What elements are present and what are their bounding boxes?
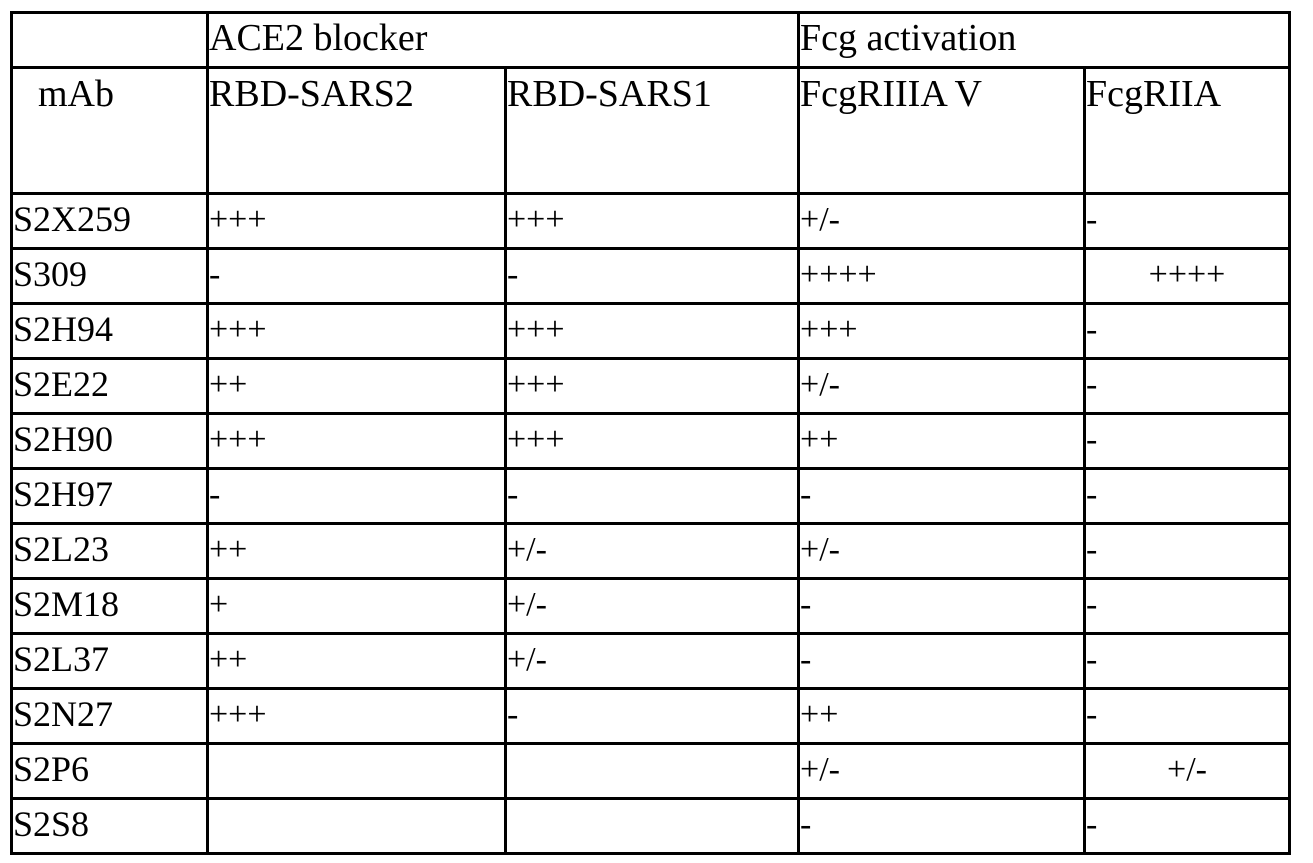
table-row: S2E22 ++ +++ +/- - [10, 357, 1292, 415]
cell-sars1: - [503, 247, 801, 305]
cell-fcgriia: - [1083, 687, 1292, 745]
cell-sars2: ++ [206, 632, 507, 690]
table-container: ACE2 blocker Fcg activation mAb RBD-SARS… [10, 11, 1292, 855]
cell-mab: S2M18 [10, 577, 209, 635]
cell-sars2: ++ [206, 522, 507, 580]
group-header-ace2-blocker: ACE2 blocker [205, 11, 801, 69]
table-row: S2N27 +++ - ++ - [10, 687, 1292, 745]
cell-fcgriia: - [1083, 412, 1292, 470]
cell-sars2: - [206, 467, 507, 525]
cell-fcgriiia-v: ++ [797, 412, 1087, 470]
column-header-fcgriiia-v: FcgRIIIA V [797, 66, 1087, 195]
cell-mab: S2N27 [10, 687, 209, 745]
table-row: S2S8 - - [10, 797, 1292, 855]
cell-mab: S2L23 [10, 522, 209, 580]
cell-fcgriiia-v: - [797, 797, 1087, 855]
cell-mab: S2S8 [10, 797, 209, 855]
group-header-fcg-activation: Fcg activation [797, 11, 1292, 69]
cell-sars1: - [503, 687, 801, 745]
cell-sars1: +++ [503, 192, 801, 250]
cell-sars1: - [503, 467, 801, 525]
cell-sars2 [206, 742, 507, 800]
cell-fcgriia: - [1083, 632, 1292, 690]
table-row: S2L23 ++ +/- +/- - [10, 522, 1292, 580]
cell-fcgriiia-v: +/- [797, 357, 1087, 415]
cell-fcgriia: - [1083, 357, 1292, 415]
table-row: S309 - - ++++ ++++ [10, 247, 1292, 305]
table-row: S2H90 +++ +++ ++ - [10, 412, 1292, 470]
cell-sars2 [206, 797, 507, 855]
column-header-fcgriia: FcgRIIA [1083, 66, 1292, 195]
table-row: S2H94 +++ +++ +++ - [10, 302, 1292, 360]
cell-fcgriiia-v: +/- [797, 522, 1087, 580]
table-row: S2M18 + +/- - - [10, 577, 1292, 635]
cell-fcgriiia-v: +/- [797, 192, 1087, 250]
cell-mab: S2E22 [10, 357, 209, 415]
group-header-row: ACE2 blocker Fcg activation [10, 11, 1292, 69]
cell-sars2: + [206, 577, 507, 635]
column-header-rbd-sars1: RBD-SARS1 [503, 66, 801, 195]
cell-fcgriia: - [1083, 192, 1292, 250]
cell-fcgriiia-v: ++ [797, 687, 1087, 745]
cell-sars1: +++ [503, 412, 801, 470]
table-row: S2L37 ++ +/- - - [10, 632, 1292, 690]
table-head: ACE2 blocker Fcg activation mAb RBD-SARS… [10, 11, 1292, 195]
cell-sars1: +/- [503, 577, 801, 635]
column-header-row: mAb RBD-SARS2 RBD-SARS1 FcgRIIIA V FcgRI… [10, 66, 1292, 195]
cell-sars1: +++ [503, 357, 801, 415]
cell-fcgriia: - [1083, 797, 1292, 855]
cell-fcgriiia-v: +/- [797, 742, 1087, 800]
table-row: S2P6 +/- +/- [10, 742, 1292, 800]
cell-mab: S2H90 [10, 412, 209, 470]
cell-sars2: +++ [206, 412, 507, 470]
cell-sars1 [503, 797, 801, 855]
table-row: S2H97 - - - - [10, 467, 1292, 525]
cell-sars1 [503, 742, 801, 800]
cell-mab: S2X259 [10, 192, 209, 250]
cell-sars1: +++ [503, 302, 801, 360]
cell-sars2: +++ [206, 192, 507, 250]
cell-fcgriiia-v: ++++ [797, 247, 1087, 305]
cell-sars1: +/- [503, 632, 801, 690]
cell-sars2: - [206, 247, 507, 305]
cell-fcgriiia-v: +++ [797, 302, 1087, 360]
column-header-mab: mAb [10, 66, 209, 195]
column-header-rbd-sars2: RBD-SARS2 [206, 66, 507, 195]
cell-fcgriiia-v: - [797, 467, 1087, 525]
cell-mab: S309 [10, 247, 209, 305]
cell-mab: S2L37 [10, 632, 209, 690]
cell-fcgriia: - [1083, 522, 1292, 580]
mab-characterization-table: ACE2 blocker Fcg activation mAb RBD-SARS… [10, 11, 1292, 855]
corner-blank-cell [10, 11, 209, 69]
cell-fcgriia: - [1083, 577, 1292, 635]
cell-mab: S2P6 [10, 742, 209, 800]
table-row: S2X259 +++ +++ +/- - [10, 192, 1292, 250]
cell-sars2: +++ [206, 302, 507, 360]
table-body: S2X259 +++ +++ +/- - S309 - - ++++ ++++ … [10, 192, 1292, 855]
cell-fcgriiia-v: - [797, 632, 1087, 690]
cell-sars1: +/- [503, 522, 801, 580]
cell-sars2: +++ [206, 687, 507, 745]
cell-mab: S2H97 [10, 467, 209, 525]
cell-fcgriia: ++++ [1083, 247, 1292, 305]
cell-fcgriia: - [1083, 467, 1292, 525]
cell-fcgriia: +/- [1083, 742, 1292, 800]
cell-mab: S2H94 [10, 302, 209, 360]
cell-sars2: ++ [206, 357, 507, 415]
cell-fcgriia: - [1083, 302, 1292, 360]
cell-fcgriiia-v: - [797, 577, 1087, 635]
